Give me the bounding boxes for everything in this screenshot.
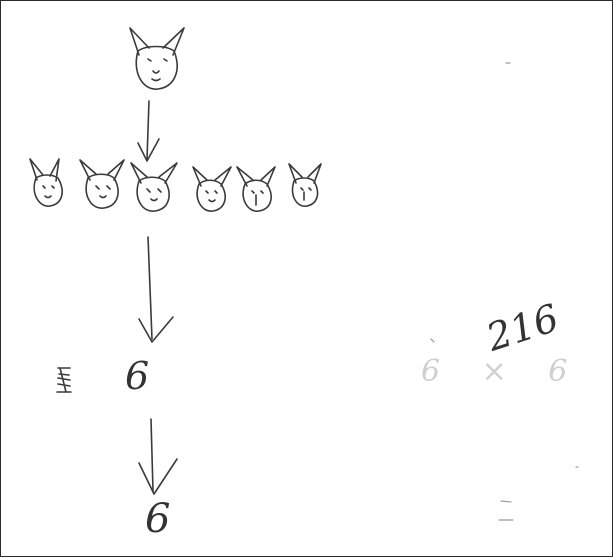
cat-face-icon [80, 160, 124, 208]
number-six-bottom: 6 [145, 499, 170, 539]
faint-expression: 6 × 6 = 3 [421, 357, 613, 387]
cat-face-icon [237, 167, 275, 211]
cat-face-icon [193, 167, 231, 211]
down-arrow-icon [139, 237, 173, 342]
cat-face-icon [130, 28, 184, 89]
down-arrow-icon [138, 101, 159, 161]
cat-face-icon [289, 164, 321, 206]
faint-marks [431, 63, 578, 520]
down-arrow-icon [139, 419, 177, 494]
scribble-mark-icon [57, 368, 71, 392]
cat-face-icon [30, 159, 62, 206]
number-six-middle: 6 [125, 357, 149, 395]
cat-face-icon [131, 163, 177, 211]
